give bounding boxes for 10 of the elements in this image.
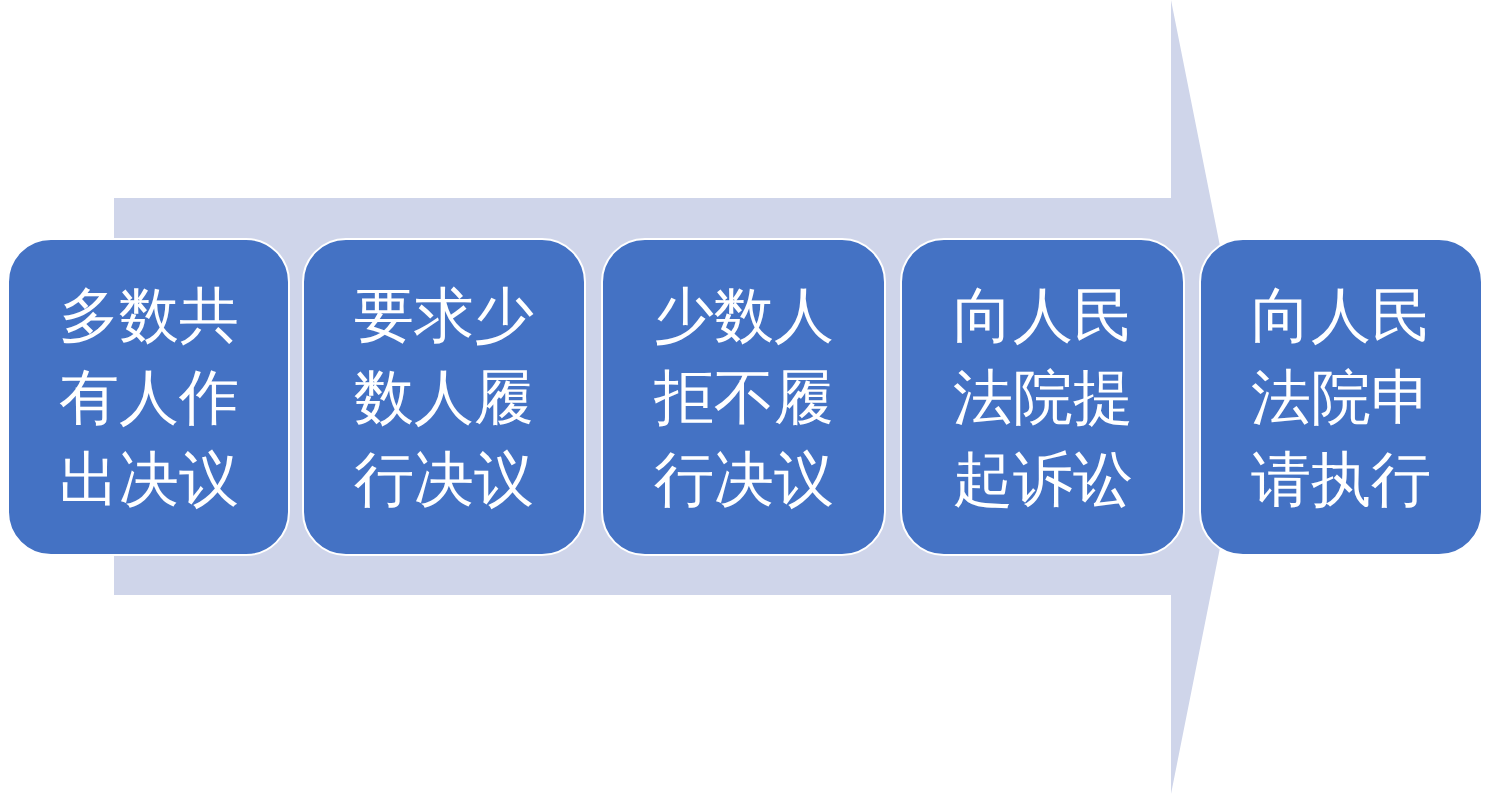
step-text: 要求少数人履行决议 <box>353 279 535 516</box>
process-box <box>302 238 586 556</box>
process-box <box>1199 238 1483 556</box>
step-text: 少数人拒不履行决议 <box>652 279 835 516</box>
process-box <box>7 238 290 556</box>
step-text: 向人民法院申请执行 <box>1250 279 1432 516</box>
step-text: 多数共有人作出决议 <box>57 279 240 516</box>
step-text: 向人民法院提起诉讼 <box>951 279 1134 516</box>
process-box <box>601 238 886 556</box>
process-box <box>900 238 1185 556</box>
